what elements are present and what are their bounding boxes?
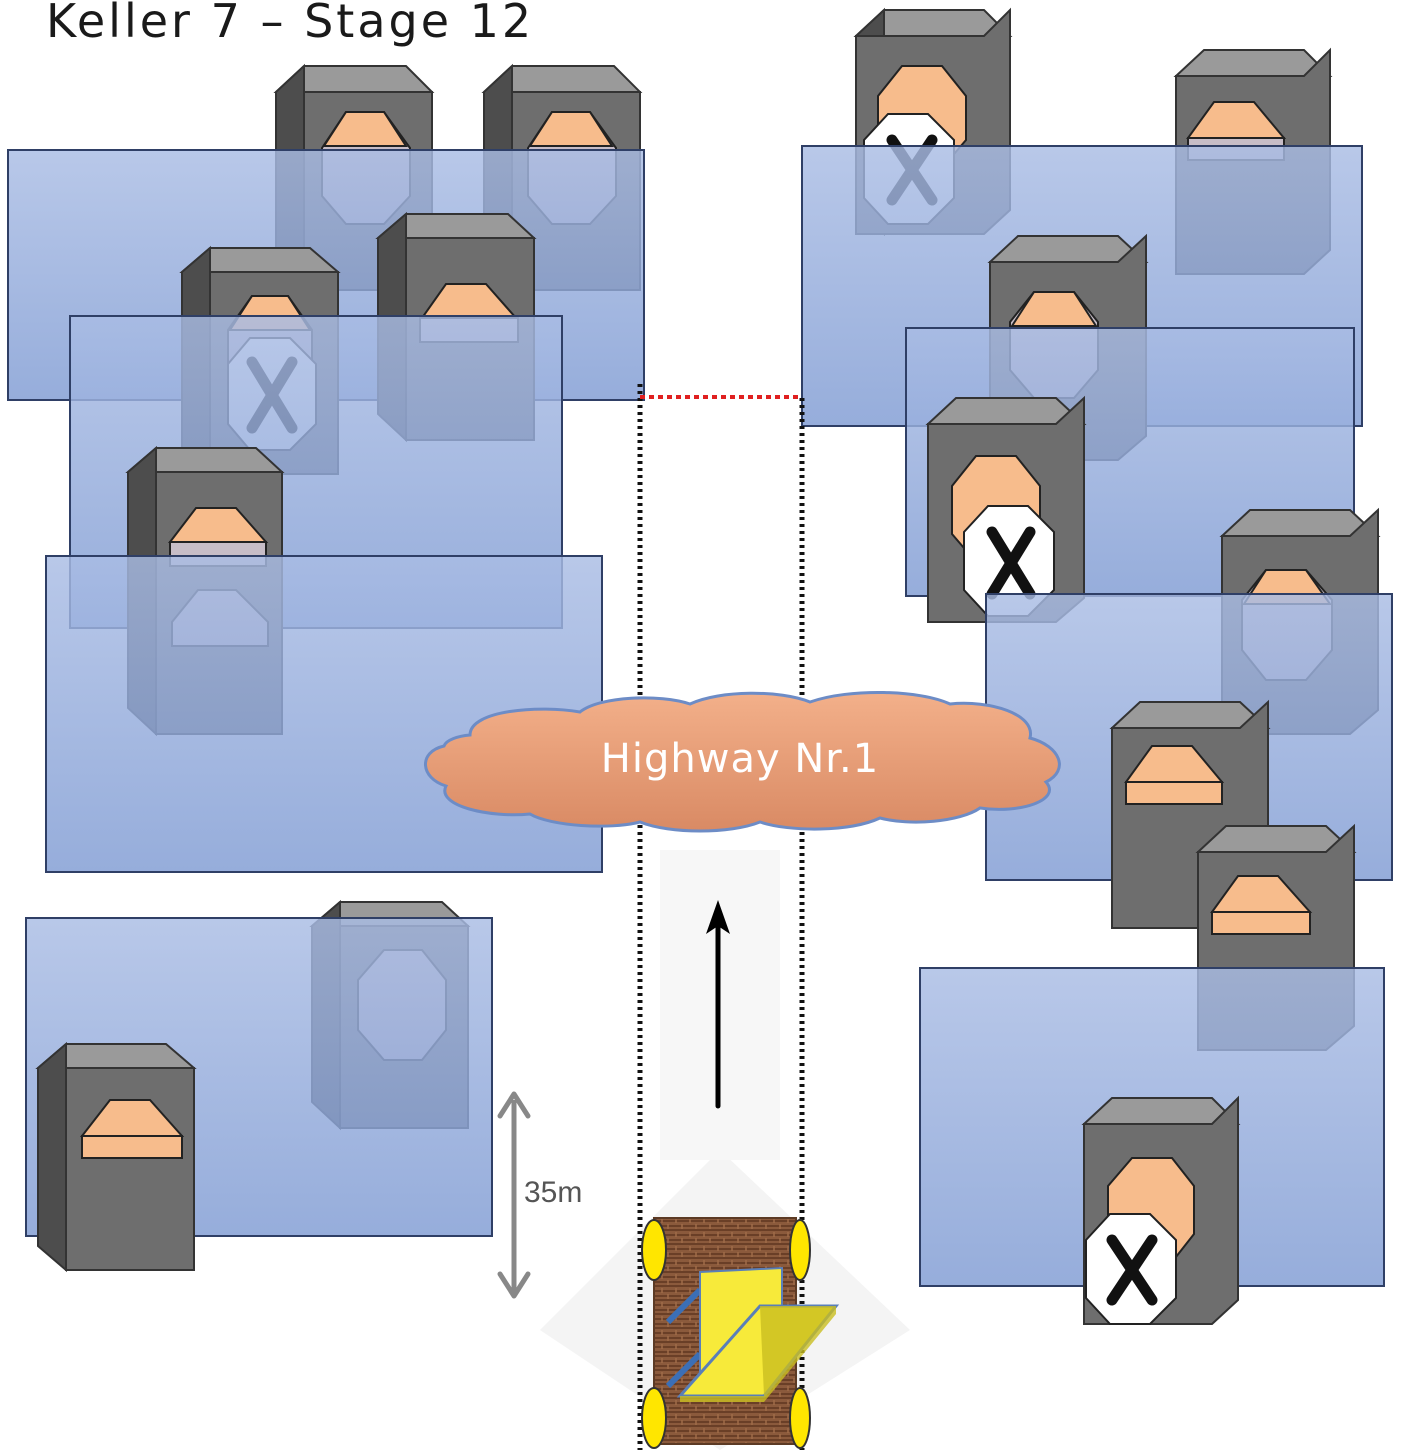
shoot-target	[1125, 781, 1223, 805]
stage-title: Keller 7 – Stage 12	[46, 0, 535, 48]
x-mark-icon	[986, 526, 1036, 600]
shoot-target-head	[528, 111, 614, 147]
shoot-target	[1211, 911, 1311, 935]
highway-cloud	[424, 690, 1061, 833]
shoot-target-head	[322, 111, 408, 147]
no-shoot-target	[1085, 1213, 1177, 1325]
highway-label: Highway Nr.1	[600, 736, 880, 782]
arrow-up-icon	[706, 900, 730, 1109]
cart-wheel	[789, 1387, 811, 1449]
x-mark-icon	[1106, 1234, 1158, 1306]
start-cart	[641, 1217, 840, 1449]
double-arrow-vertical-icon	[497, 1091, 531, 1299]
shoot-target	[81, 1135, 183, 1159]
cart-wheel	[641, 1219, 667, 1281]
cart-wheel	[641, 1387, 667, 1449]
cart-wheel	[789, 1219, 811, 1281]
distance-label: 35m	[524, 1176, 583, 1209]
shoot-target-head	[1010, 291, 1098, 327]
